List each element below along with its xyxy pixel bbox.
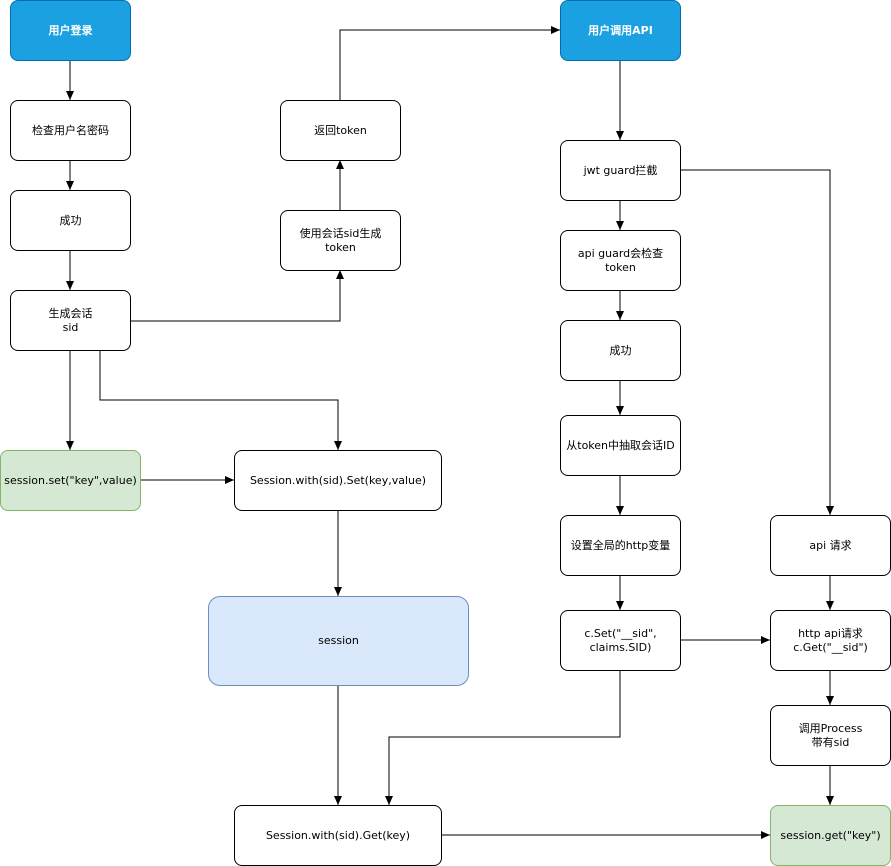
edge-generate-to-sessionwithset	[99, 350, 342, 450]
node-api-guard: api guard会检查token	[560, 230, 681, 291]
node-user-login: 用户登录	[10, 0, 131, 61]
node-extract-sid: 从token中抽取会话ID	[560, 415, 681, 476]
node-jwt-guard: jwt guard拦截	[560, 140, 681, 201]
node-http-api-request: http api请求 c.Get("__sid")	[770, 610, 891, 671]
edge-cset-to-sessionwithget	[385, 670, 621, 805]
node-return-token: 返回token	[280, 100, 401, 161]
node-session-set: session.set("key",value)	[0, 450, 141, 511]
node-api-request: api 请求	[770, 515, 891, 576]
edge-generate-to-gentoken	[130, 270, 344, 322]
node-set-global-var: 设置全局的http变量	[560, 515, 681, 576]
edge-returntoken-to-callapi	[339, 26, 560, 100]
node-success-right: 成功	[560, 320, 681, 381]
node-gen-token: 使用会话sid生成 token	[280, 210, 401, 271]
node-user-call-api: 用户调用API	[560, 0, 681, 61]
node-session-with-set: Session.with(sid).Set(key,value)	[234, 450, 442, 511]
node-check-credentials: 检查用户名密码	[10, 100, 131, 161]
edge-jwt-to-apirequest	[680, 169, 834, 515]
node-generate-session: 生成会话 sid	[10, 290, 131, 351]
node-call-process: 调用Process 带有sid	[770, 705, 891, 766]
node-success-left: 成功	[10, 190, 131, 251]
node-session: session	[208, 596, 469, 686]
node-session-with-get: Session.with(sid).Get(key)	[234, 805, 442, 866]
node-session-get: session.get("key")	[770, 805, 891, 866]
node-c-set: c.Set("__sid", claims.SID)	[560, 610, 681, 671]
